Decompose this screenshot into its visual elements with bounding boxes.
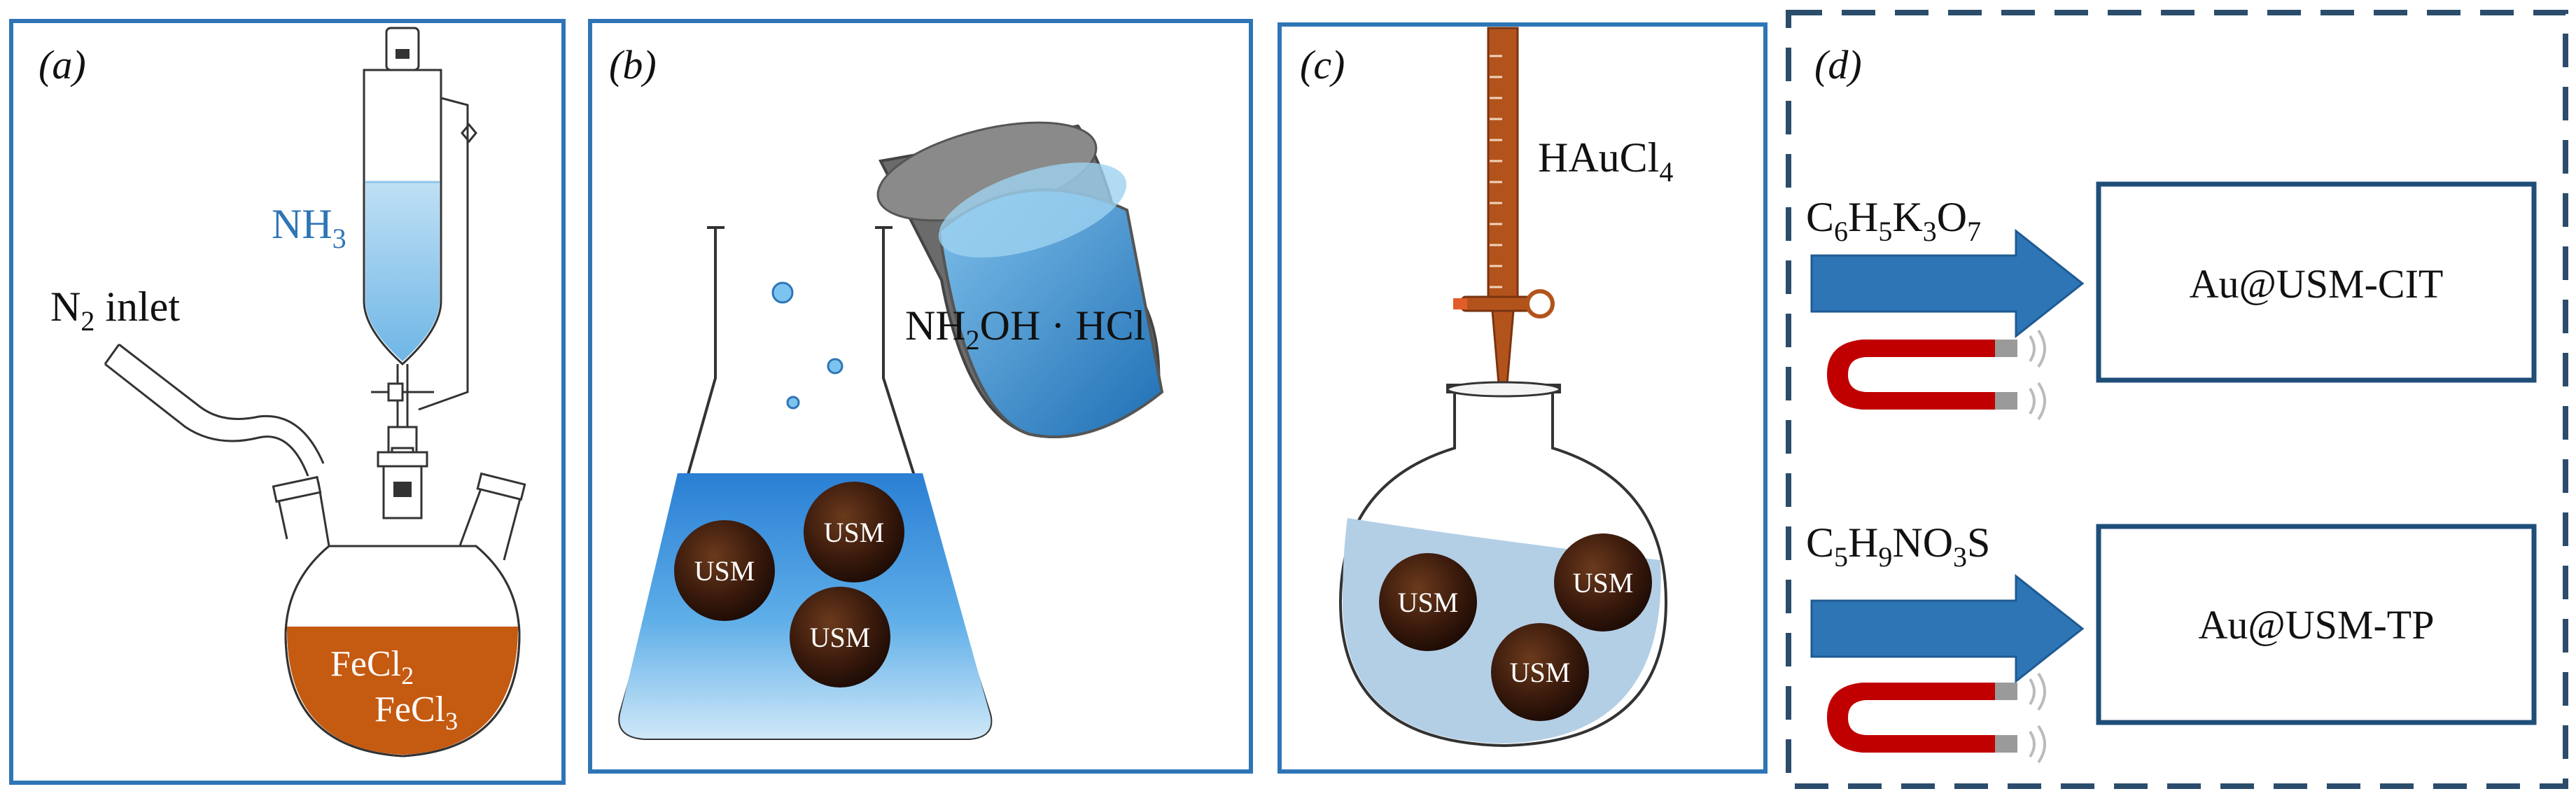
cysteine-formula-label: C5H9NO3S: [1806, 519, 1990, 573]
formula-part: NO: [1892, 519, 1953, 566]
product-1-label: Au@USM-CIT: [2190, 261, 2444, 307]
panel-d: (d) C6H5K3O7 Au@USM-CIT C5H9NO3S: [1786, 10, 2568, 789]
panel-b-border: [588, 19, 1253, 774]
haucl4-label: HAuCl4: [1538, 134, 1673, 188]
nh3-label: NH3: [272, 201, 346, 254]
usm-particle: USM: [1554, 533, 1652, 631]
formula-part: K: [1892, 194, 1922, 240]
svg-text:USM: USM: [824, 517, 885, 548]
panel-a-border: [9, 19, 566, 785]
panel-a-letter: (a): [38, 42, 86, 88]
product-box: [2096, 181, 2537, 383]
svg-text:USM: USM: [1398, 587, 1459, 618]
formula-part: H: [1848, 519, 1878, 566]
formula-part: H: [1848, 194, 1878, 240]
formula-part: 5: [1878, 216, 1892, 247]
usm-particle: USM: [1379, 553, 1477, 651]
panel-b: (b) NH2OH · HCl USM USM: [588, 19, 1253, 774]
n2-inlet-label: N2 inlet: [50, 284, 180, 337]
panel-d-letter: (d): [1814, 42, 1862, 88]
svg-text:USM: USM: [1510, 657, 1571, 688]
formula-part: 9: [1878, 541, 1892, 573]
nh2oh-hcl-label: NH2OH · HCl: [905, 302, 1145, 356]
panel-a: (a) NH3 N2 inle: [9, 19, 566, 785]
bubble: [827, 358, 844, 375]
usm-particle: USM: [790, 587, 890, 687]
panel-d-border: [1786, 10, 2568, 789]
formula-part: 5: [1834, 541, 1848, 573]
n2-inlet-tube-icon: [104, 343, 325, 477]
panel-c: (c) HAuCl4: [1278, 22, 1768, 774]
fecl3-label: FeCl3: [374, 690, 458, 735]
product-box: [2096, 524, 2537, 725]
bubble: [786, 396, 800, 410]
bubble: [771, 281, 794, 304]
formula-part: 7: [1967, 216, 1981, 247]
arrow-icon: [1810, 228, 2085, 339]
panel-c-border: [1278, 22, 1768, 774]
usm-particle: USM: [804, 482, 904, 582]
fecl2-label: FeCl2: [330, 644, 414, 690]
arrow-icon: [1810, 573, 2085, 684]
formula-part: 6: [1834, 216, 1848, 247]
separatory-funnel-icon: [363, 27, 477, 477]
usm-particle: USM: [1491, 623, 1589, 721]
three-neck-flask-icon: [272, 451, 526, 757]
burette-icon: [1453, 27, 1555, 393]
formula-part: C: [1806, 194, 1834, 240]
svg-text:USM: USM: [810, 622, 871, 653]
formula-part: 3: [1923, 216, 1937, 247]
svg-text:USM: USM: [1573, 567, 1634, 599]
formula-part: O: [1937, 194, 1967, 240]
magnet-icon: [1827, 329, 2046, 421]
product-2-label: Au@USM-TP: [2198, 602, 2434, 648]
magnet-icon: [1827, 672, 2046, 764]
usm-particle: USM: [674, 520, 775, 621]
formula-part: 3: [1953, 541, 1967, 573]
citrate-formula-label: C6H5K3O7: [1806, 194, 1981, 247]
formula-part: C: [1806, 519, 1834, 566]
formula-part: S: [1967, 519, 1990, 566]
panel-c-letter: (c): [1300, 42, 1345, 88]
panel-b-letter: (b): [609, 42, 657, 88]
svg-text:USM: USM: [694, 555, 755, 587]
pouring-beaker-icon: [876, 121, 1164, 438]
